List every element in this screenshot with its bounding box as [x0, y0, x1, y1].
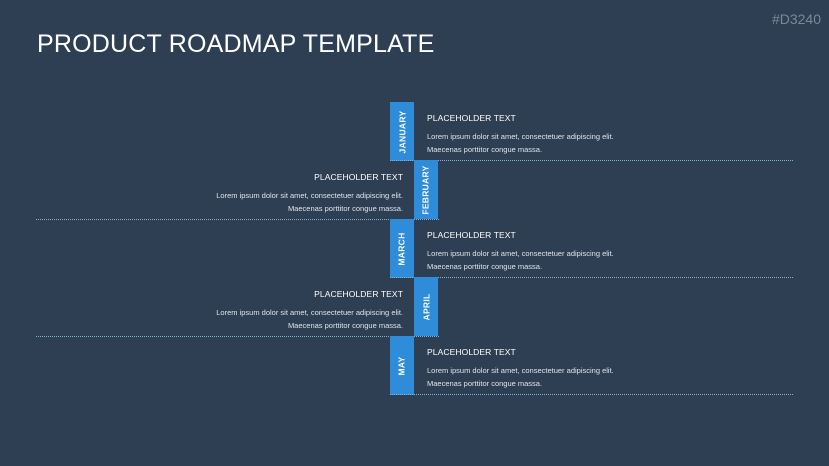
divider-april: [36, 336, 439, 337]
entry-description-line: Maecenas porttitor congue massa.: [427, 144, 543, 154]
entry-description-line: Lorem ipsum dolor sit amet, consectetuer…: [427, 132, 614, 141]
entry-description-line: Lorem ipsum dolor sit amet, consectetuer…: [216, 191, 403, 200]
month-label-february: FEBRUARY: [421, 164, 431, 215]
month-tab-march: MARCH: [390, 219, 414, 278]
roadmap-entry-january: PLACEHOLDER TEXT Lorem ipsum dolor sit a…: [427, 113, 647, 156]
entry-description-line: Lorem ipsum dolor sit amet, consectetuer…: [427, 249, 614, 258]
slide-code: #D3240: [771, 11, 821, 27]
entry-heading: PLACEHOLDER TEXT: [314, 289, 403, 299]
entry-description-line: Maecenas porttitor congue massa.: [427, 378, 543, 388]
entry-description: Lorem ipsum dolor sit amet, consectetuer…: [427, 131, 647, 156]
roadmap-entry-march: PLACEHOLDER TEXT Lorem ipsum dolor sit a…: [427, 230, 647, 273]
entry-description-line: Lorem ipsum dolor sit amet, consectetuer…: [216, 308, 403, 317]
entry-description: Lorem ipsum dolor sit amet, consectetuer…: [427, 248, 647, 273]
entry-description: Lorem ipsum dolor sit amet, consectetuer…: [183, 307, 403, 332]
month-label-january: JANUARY: [397, 110, 407, 153]
roadmap-entry-april: PLACEHOLDER TEXT Lorem ipsum dolor sit a…: [183, 289, 403, 332]
entry-description: Lorem ipsum dolor sit amet, consectetuer…: [427, 365, 647, 390]
slide-title: PRODUCT ROADMAP TEMPLATE: [37, 30, 435, 58]
roadmap-entry-may: PLACEHOLDER TEXT Lorem ipsum dolor sit a…: [427, 347, 647, 390]
divider-february: [36, 219, 439, 220]
entry-heading: PLACEHOLDER TEXT: [427, 230, 516, 240]
month-label-april: APRIL: [421, 293, 431, 320]
month-label-march: MARCH: [397, 231, 408, 266]
divider-march: [390, 277, 793, 278]
entry-heading: PLACEHOLDER TEXT: [427, 113, 516, 123]
entry-description: Lorem ipsum dolor sit amet, consectetuer…: [183, 190, 403, 215]
entry-description-line: Maecenas porttitor congue massa.: [287, 203, 403, 213]
entry-description-line: Maecenas porttitor congue massa.: [427, 261, 543, 271]
entry-description-line: Lorem ipsum dolor sit amet, consectetuer…: [427, 366, 614, 375]
divider-january: [390, 160, 793, 161]
entry-description-line: Maecenas porttitor congue massa.: [287, 320, 403, 330]
divider-may: [390, 394, 793, 395]
month-tab-february: FEBRUARY: [414, 160, 438, 219]
entry-heading: PLACEHOLDER TEXT: [427, 347, 516, 357]
month-tab-may: MAY: [390, 336, 414, 395]
entry-heading: PLACEHOLDER TEXT: [314, 172, 403, 182]
roadmap-entry-february: PLACEHOLDER TEXT Lorem ipsum dolor sit a…: [183, 172, 403, 215]
month-tab-january: JANUARY: [390, 102, 414, 161]
month-label-may: MAY: [396, 355, 407, 376]
month-tab-april: APRIL: [414, 277, 438, 336]
